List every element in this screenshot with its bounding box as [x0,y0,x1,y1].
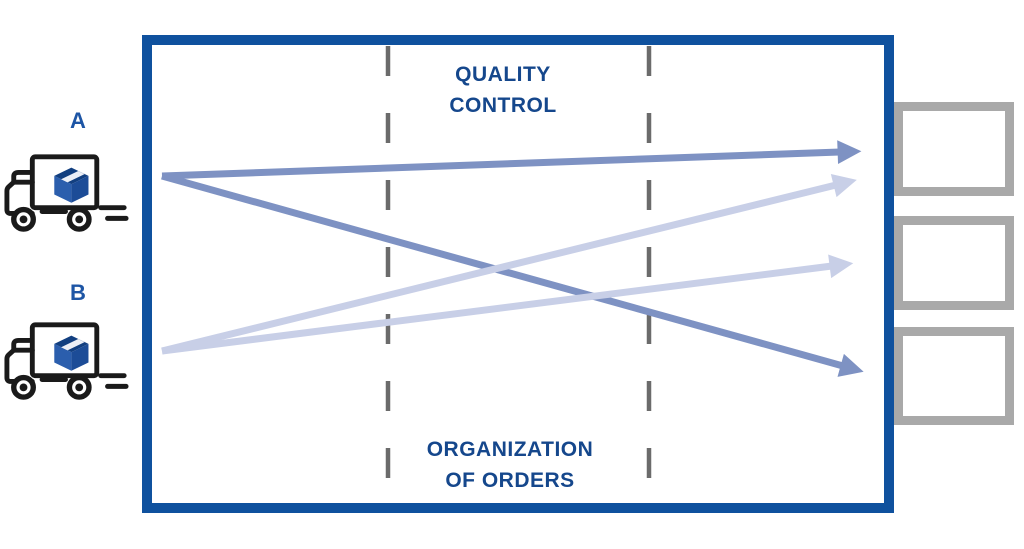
quality-control-line2: CONTROL [449,94,557,117]
package-box-icon [54,335,89,371]
package-box-icon [54,167,89,203]
output-slot-3 [894,327,1014,425]
truck-wheels [11,374,92,400]
source-a: A [3,108,131,235]
truck-cab [4,338,35,384]
delivery-truck-icon [4,322,129,400]
source-a-label: A [70,108,86,133]
source-b-label: B [70,280,86,305]
organization-of-orders-line2: OF ORDERS [445,469,575,492]
output-slot-1 [894,102,1014,196]
truck-wheels [11,206,92,232]
source-b: B [3,280,131,403]
quality-control-line1: QUALITY [455,63,551,86]
stage-label-quality-control: QUALITY CONTROL [378,59,628,121]
truck-cab [4,170,35,216]
output-slot-2 [894,216,1014,310]
organization-of-orders-line1: ORGANIZATION [426,438,594,461]
delivery-truck-icon [4,154,129,232]
stage-label-organization-of-orders: ORGANIZATION OF ORDERS [385,434,635,496]
